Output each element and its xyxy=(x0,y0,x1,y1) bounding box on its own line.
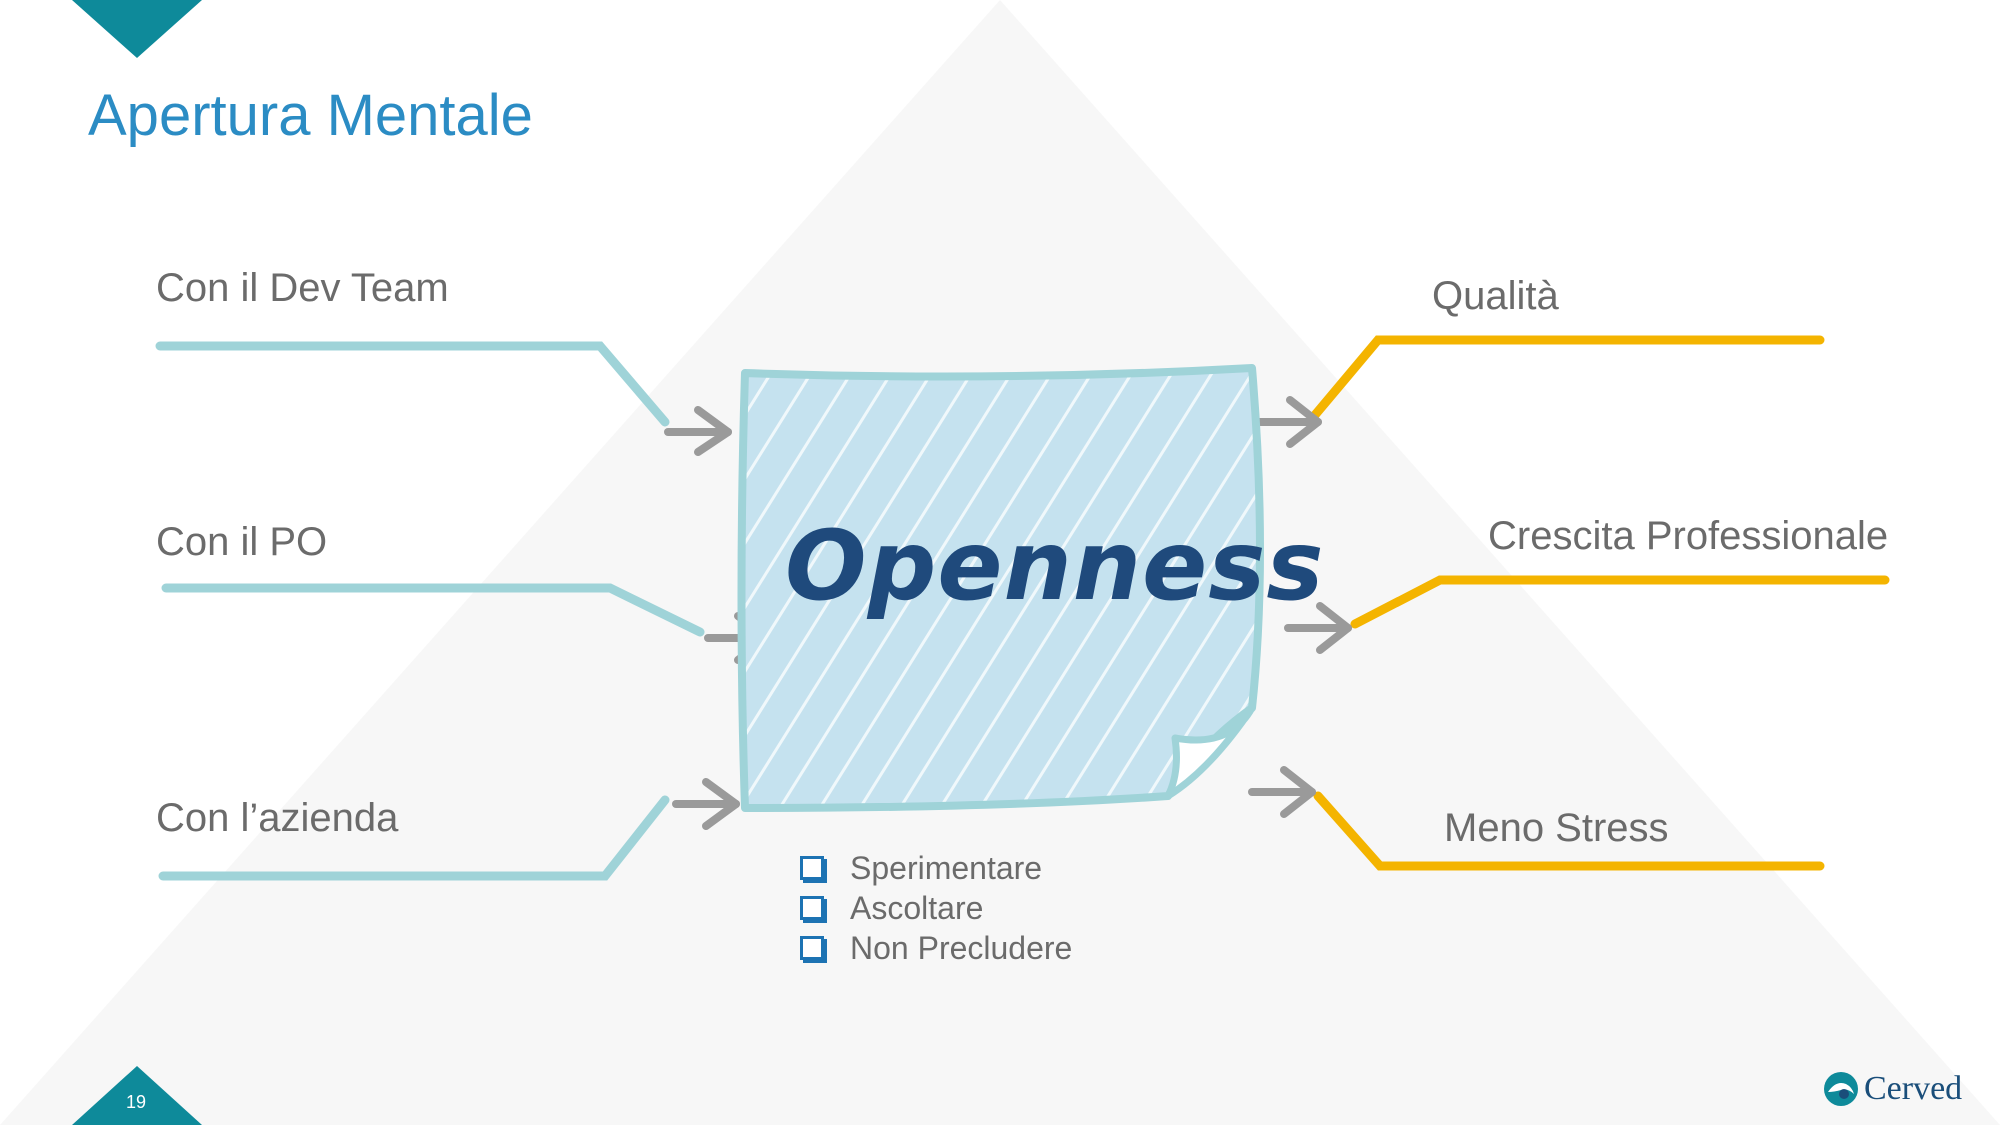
input-label-azienda: Con l’azienda xyxy=(156,796,399,840)
page-number: 19 xyxy=(126,1092,147,1112)
arrow-crescita xyxy=(1284,602,1352,654)
checkbox-bullet-icon xyxy=(800,936,824,960)
sticky-note-curl xyxy=(1164,704,1256,800)
outcome-connector-lines xyxy=(1310,335,1890,871)
bullet-label: Ascoltare xyxy=(850,889,984,926)
cerved-logo-icon xyxy=(1824,1072,1858,1106)
bullet-list: Sperimentare Ascoltare Non Precludere xyxy=(800,848,1072,968)
input-label-po: Con il PO xyxy=(156,520,328,564)
bullet-item: Ascoltare xyxy=(800,888,1072,928)
outcome-label-qualita: Qualità xyxy=(1432,274,1559,318)
arrow-azienda xyxy=(672,778,740,830)
input-connector-lines xyxy=(155,341,705,881)
outcome-line-meno-stress xyxy=(1313,791,1825,871)
outcome-line-crescita xyxy=(1350,575,1890,629)
bullet-label: Non Precludere xyxy=(850,929,1073,966)
outcome-label-meno-stress: Meno Stress xyxy=(1444,806,1669,850)
checkbox-bullet-icon xyxy=(800,856,824,880)
input-line-dev-team xyxy=(155,341,670,427)
arrow-meno-stress xyxy=(1248,766,1316,818)
page-title: Apertura Mentale xyxy=(88,83,533,148)
openness-label: Openness xyxy=(785,510,1325,622)
arrow-dev-team xyxy=(664,406,732,456)
top-corner-triangle xyxy=(72,0,202,58)
cerved-logo: Cerved xyxy=(1822,1070,1962,1108)
outcome-line-qualita xyxy=(1310,335,1825,420)
arrow-qualita xyxy=(1254,396,1322,448)
checkbox-bullet-icon xyxy=(800,896,824,920)
cerved-logo-text: Cerved xyxy=(1864,1070,1963,1107)
bullet-label: Sperimentare xyxy=(850,849,1043,886)
input-line-azienda xyxy=(158,795,670,881)
bullet-item: Sperimentare xyxy=(800,848,1072,888)
input-label-dev-team: Con il Dev Team xyxy=(156,266,449,310)
outcome-label-crescita: Crescita Professionale xyxy=(1488,514,1889,558)
bullet-item: Non Precludere xyxy=(800,928,1072,968)
input-line-po xyxy=(161,583,705,637)
page-number-triangle xyxy=(72,1066,202,1125)
